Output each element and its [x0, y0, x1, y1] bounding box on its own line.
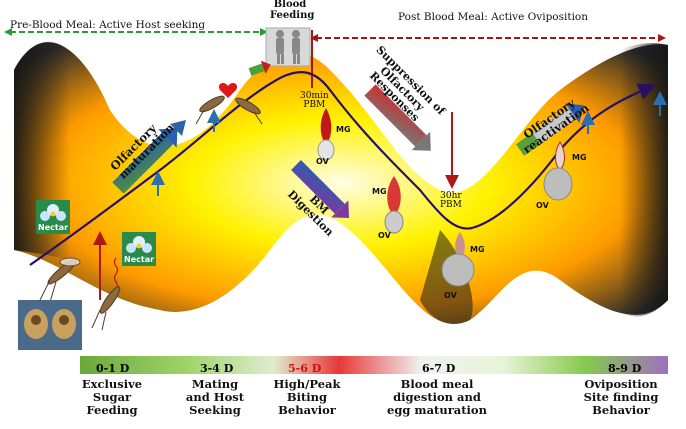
nectar-scent-line-2 — [113, 257, 119, 291]
ov-label-3: OV — [444, 291, 457, 300]
mosquito-icon-mating-1 — [195, 95, 225, 125]
ovary-midgut-icon-30min — [317, 108, 335, 161]
human-host-icon — [265, 27, 311, 67]
ov-label-2: OV — [378, 231, 391, 240]
ovary-midgut-icon-oviposition — [543, 141, 573, 201]
nectar-label-2: Nectar — [124, 255, 155, 264]
ov-label-4: OV — [536, 201, 549, 210]
post-phase-label: Post Blood Meal: Active Oviposition — [398, 11, 589, 23]
mg-label-4: MG — [572, 153, 587, 162]
day-label-0: 0-1 D — [96, 362, 130, 375]
approach-arrow — [248, 60, 271, 76]
suppression-arrow — [364, 84, 431, 151]
nectar-flower-icon-1 — [36, 200, 70, 234]
mg-label-1: MG — [336, 125, 351, 134]
heart-icon — [218, 83, 238, 98]
mg-label-3: MG — [470, 245, 485, 254]
dark-right-region — [620, 43, 668, 317]
olfactory-activity-curve — [29, 71, 657, 266]
mosquito-head-photo — [18, 300, 82, 350]
day-label-1: 3-4 D — [200, 362, 234, 375]
ovary-midgut-icon-egg — [441, 232, 475, 287]
mg-label-2: MG — [372, 187, 387, 196]
day-label-4: 8-9 D — [608, 362, 642, 375]
day-label-3: 6-7 D — [422, 362, 456, 375]
mosquito-icon-seeking — [91, 286, 121, 331]
activity-band — [14, 42, 668, 324]
nectar-label-1: Nectar — [38, 223, 69, 232]
pre-phase-label: Pre-Blood Meal: Active Host seeking — [10, 19, 206, 31]
day-label-2: 5-6 D — [288, 362, 322, 375]
timeline-bar — [80, 356, 668, 374]
mosquito-icon-sugar — [39, 257, 81, 303]
bm-digestion-arrow — [291, 160, 350, 219]
mosquito-icon-mating-2 — [235, 97, 263, 125]
nectar-flower-icon-2 — [122, 232, 156, 266]
ov-label-1: OV — [316, 157, 329, 166]
ovary-midgut-icon-digestion — [384, 176, 404, 234]
reactivation-arrow — [515, 103, 584, 156]
